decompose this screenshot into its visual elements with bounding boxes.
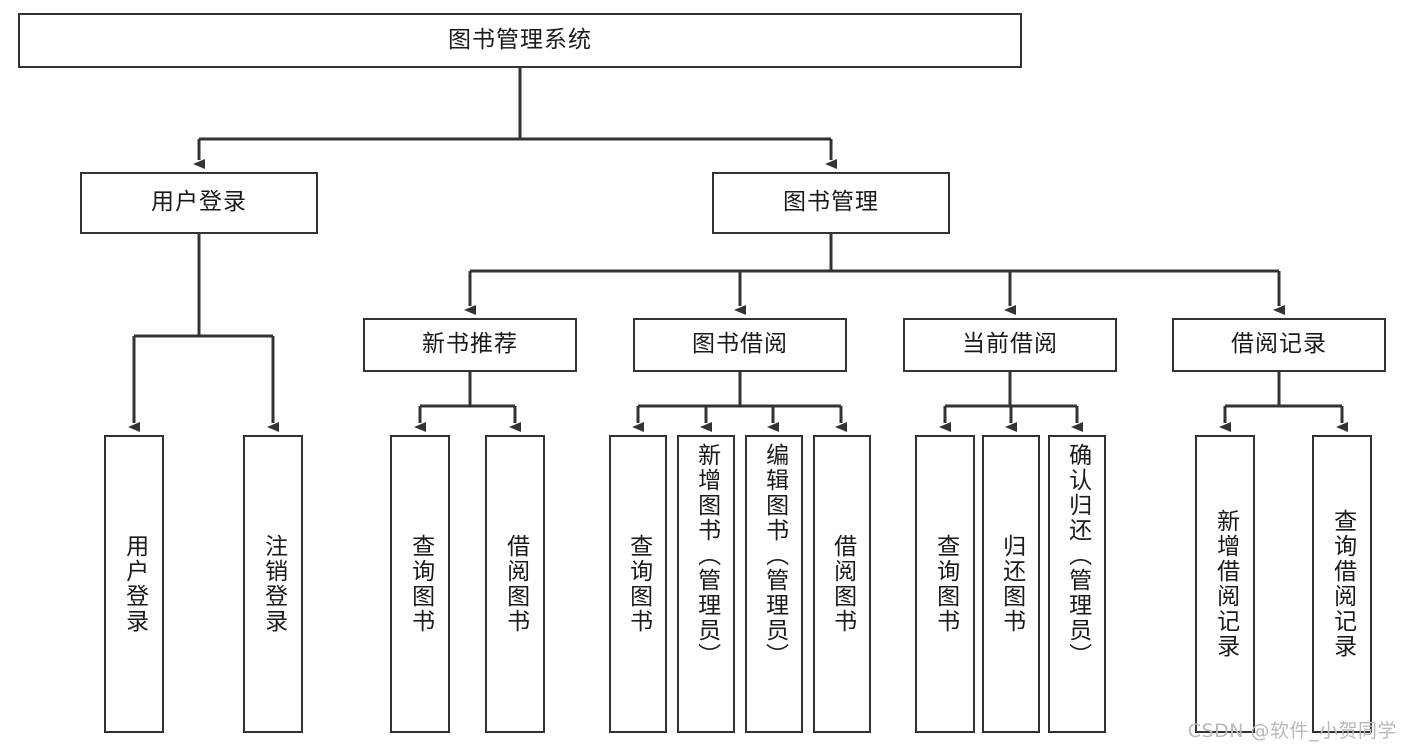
node-label: 查询借阅记录: [1329, 509, 1356, 659]
node-borrow-record[interactable]: 借阅记录: [1172, 318, 1386, 372]
leaf-user-login-login[interactable]: 用户登录: [104, 435, 164, 733]
node-label: 借阅图书: [502, 534, 529, 634]
node-label: 用户登录: [151, 189, 247, 216]
node-user-login[interactable]: 用户登录: [80, 172, 318, 234]
node-label: 借阅图书: [829, 534, 856, 634]
node-label: 归还图书: [998, 534, 1025, 634]
node-label: 查询图书: [625, 534, 652, 634]
leaf-user-login-logout[interactable]: 注销登录: [243, 435, 303, 733]
node-label: 注销登录: [260, 534, 287, 634]
node-root-system[interactable]: 图书管理系统: [18, 13, 1022, 68]
node-label: 查询图书: [932, 534, 959, 634]
node-label: 当前借阅: [962, 331, 1058, 358]
leaf-recommend-query-book[interactable]: 查询图书: [390, 435, 450, 733]
leaf-record-query-record[interactable]: 查询借阅记录: [1312, 435, 1372, 733]
node-label: 确认归还（管理员）: [1064, 443, 1091, 668]
leaf-current-confirm-return-admin[interactable]: 确认归还（管理员）: [1048, 435, 1106, 733]
leaf-current-return-book[interactable]: 归还图书: [982, 435, 1040, 733]
node-current-borrow[interactable]: 当前借阅: [903, 318, 1117, 372]
node-label: 编辑图书（管理员）: [761, 443, 788, 668]
node-label: 查询图书: [407, 534, 434, 634]
node-label: 新增借阅记录: [1212, 509, 1239, 659]
node-new-book-recommend[interactable]: 新书推荐: [363, 318, 577, 372]
leaf-borrow-borrow-book[interactable]: 借阅图书: [813, 435, 871, 733]
node-book-management[interactable]: 图书管理: [712, 172, 950, 234]
node-label: 图书管理: [783, 189, 879, 216]
leaf-borrow-edit-book-admin[interactable]: 编辑图书（管理员）: [745, 435, 803, 733]
leaf-borrow-add-book-admin[interactable]: 新增图书（管理员）: [677, 435, 735, 733]
leaf-record-add-record[interactable]: 新增借阅记录: [1195, 435, 1255, 733]
node-label: 新增图书（管理员）: [693, 443, 720, 668]
node-label: 新书推荐: [422, 331, 518, 358]
leaf-current-query-book[interactable]: 查询图书: [915, 435, 975, 733]
node-label: 图书管理系统: [448, 26, 592, 53]
leaf-recommend-borrow-book[interactable]: 借阅图书: [485, 435, 545, 733]
node-label: 图书借阅: [692, 331, 788, 358]
leaf-borrow-query-book[interactable]: 查询图书: [609, 435, 667, 733]
node-label: 用户登录: [121, 534, 148, 634]
node-book-borrow[interactable]: 图书借阅: [633, 318, 847, 372]
node-label: 借阅记录: [1231, 331, 1327, 358]
